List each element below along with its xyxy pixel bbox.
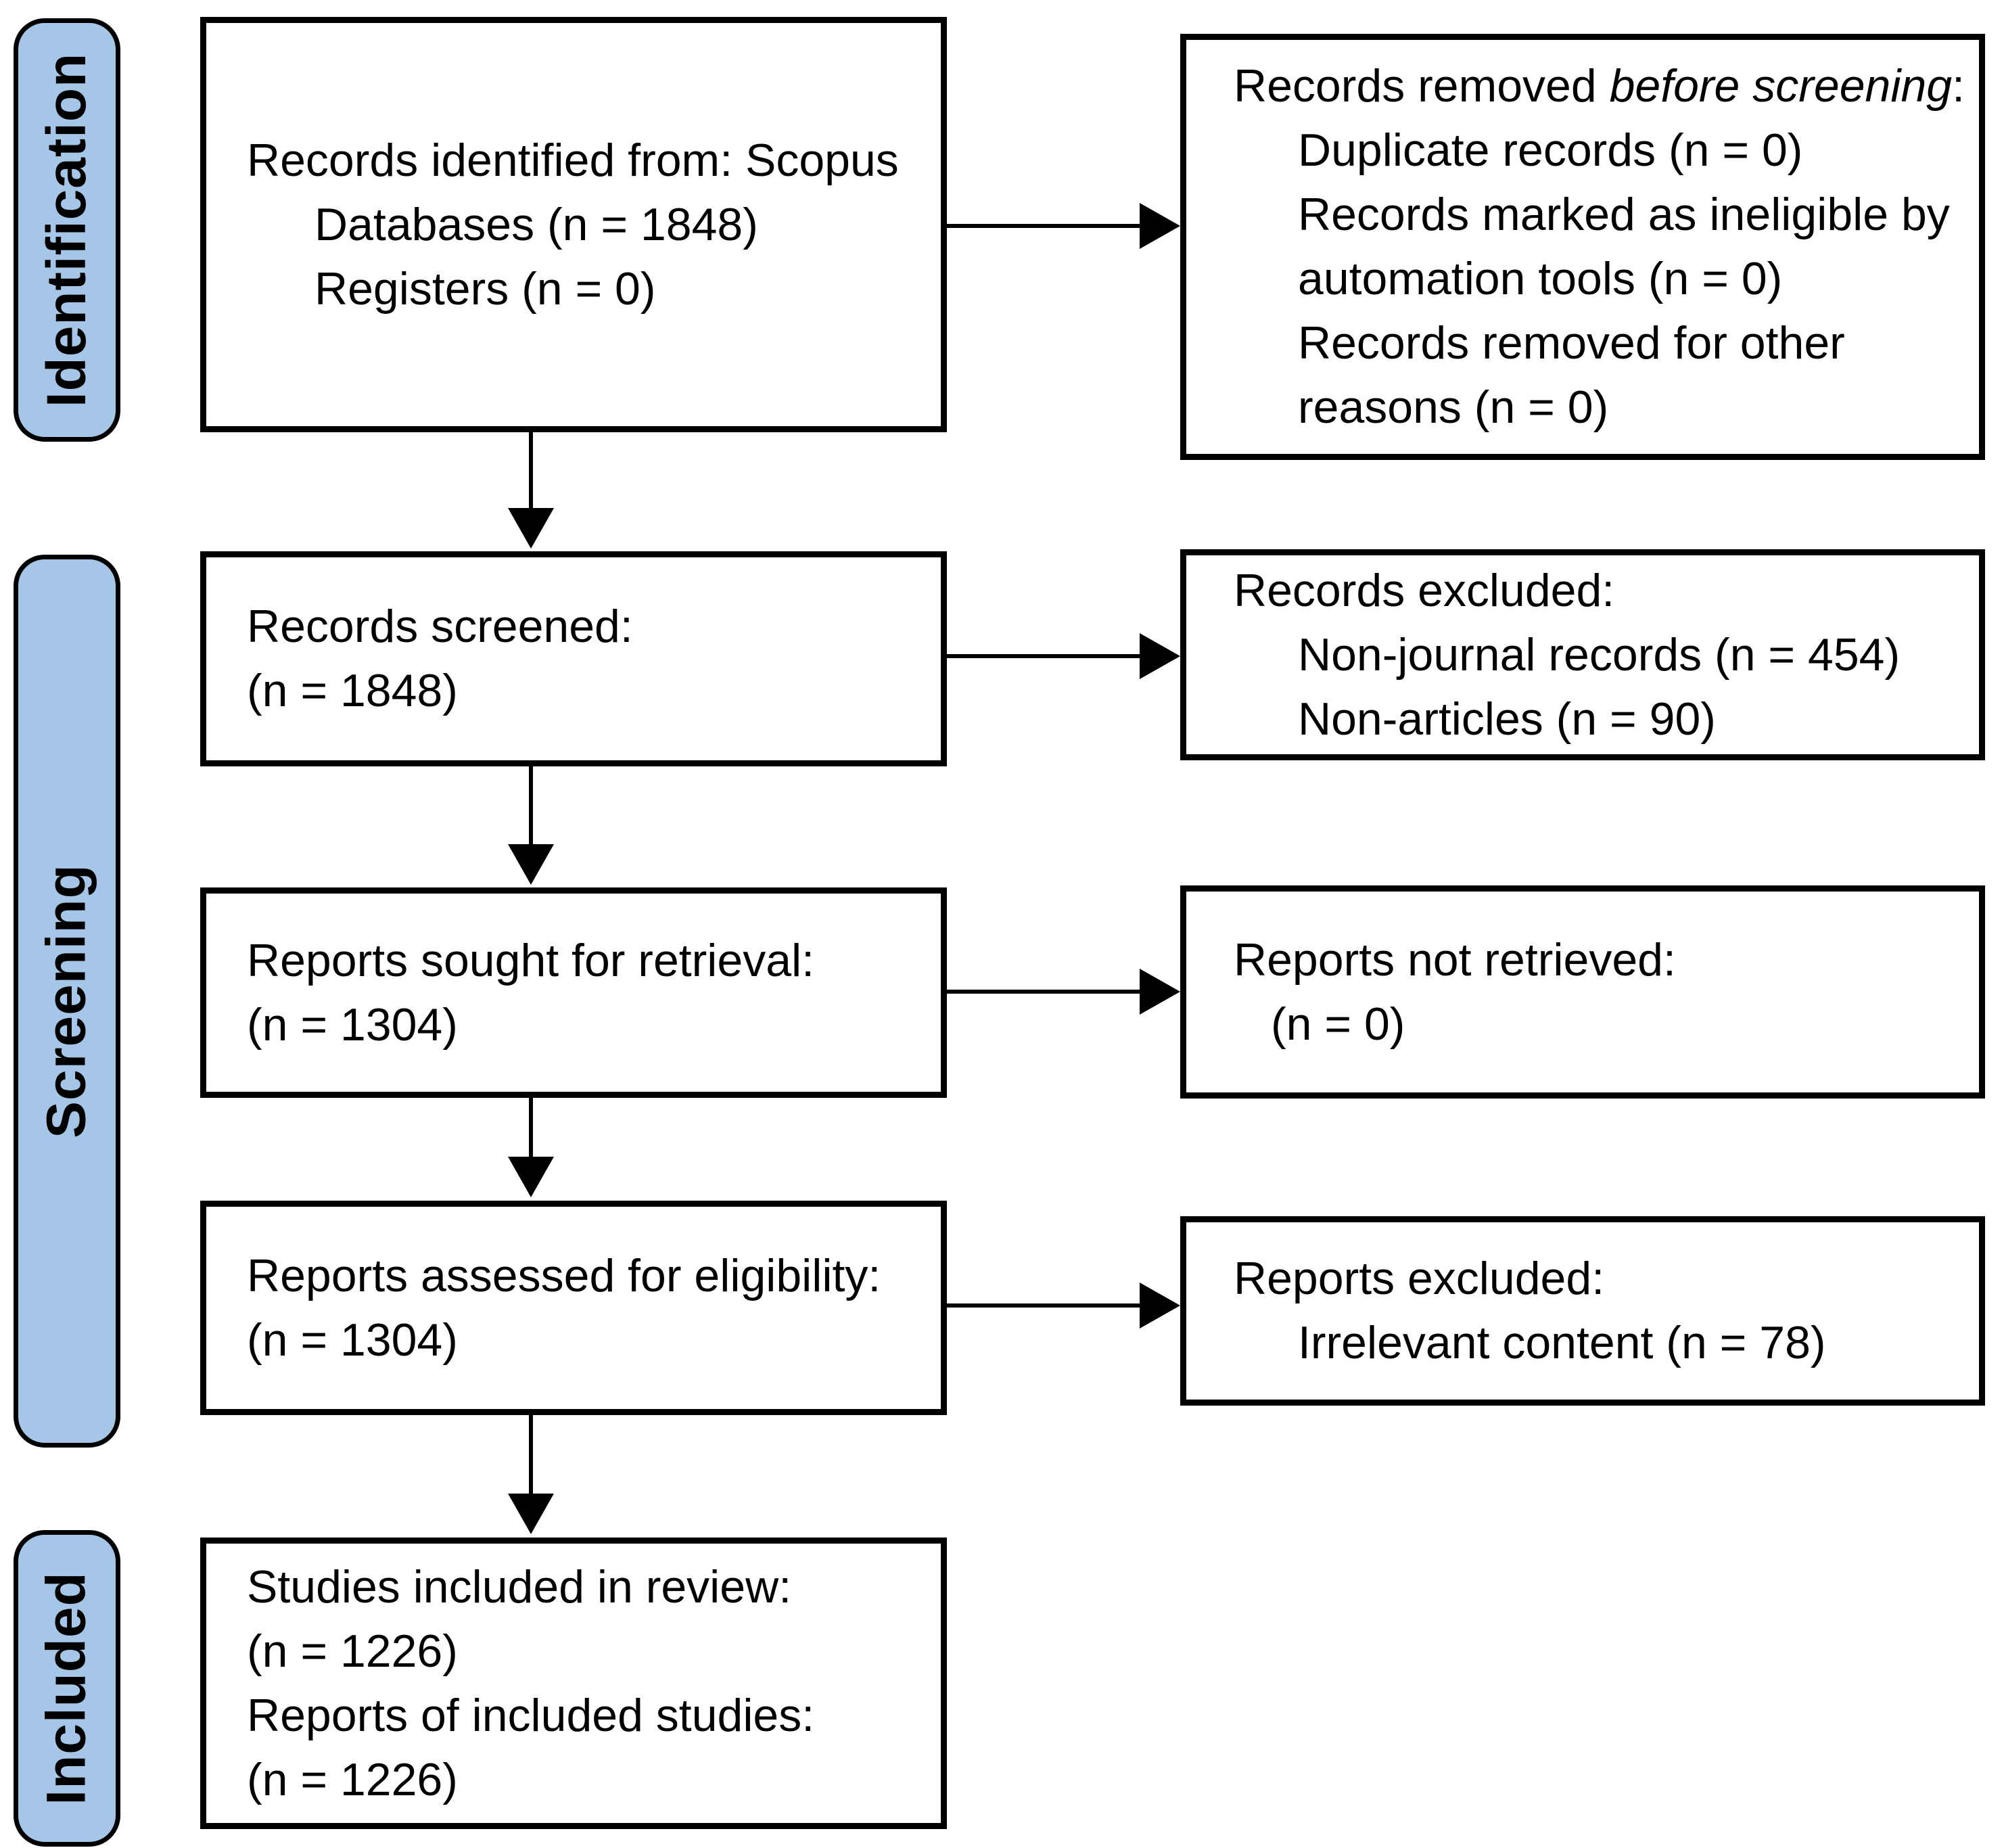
box-records-excluded: Records excluded: Non-journal records (n… xyxy=(1180,549,1985,760)
arrow-down-3-head xyxy=(508,1157,554,1197)
box-records-removed-line5: Records removed for other xyxy=(1298,317,1845,369)
arrow-right-4-shaft xyxy=(947,1303,1143,1308)
box-records-removed-line6: reasons (n = 0) xyxy=(1298,382,1609,433)
box-records-removed-line2: Duplicate records (n = 0) xyxy=(1298,124,1803,176)
box-records-removed-line3: Records marked as ineligible by xyxy=(1298,189,1950,240)
arrow-right-1-head xyxy=(1140,203,1180,249)
box-studies-included-line1: Studies included in review: xyxy=(247,1561,792,1613)
box-reports-excluded-line2: Irrelevant content (n = 78) xyxy=(1298,1317,1826,1368)
box-reports-not-retrieved: Reports not retrieved: (n = 0) xyxy=(1180,885,1985,1099)
arrow-right-1-shaft xyxy=(947,224,1143,228)
arrow-right-3-shaft xyxy=(947,990,1143,994)
box-records-screened: Records screened: (n = 1848) xyxy=(200,551,947,766)
box-records-removed-line4: automation tools (n = 0) xyxy=(1298,253,1783,304)
arrow-right-4-head xyxy=(1140,1283,1180,1329)
box-reports-assessed-line2: (n = 1304) xyxy=(247,1314,458,1366)
arrow-down-4-head xyxy=(508,1494,554,1534)
arrow-down-1-head xyxy=(508,508,554,549)
box-reports-sought-line2: (n = 1304) xyxy=(247,998,458,1050)
arrow-down-3-shaft xyxy=(529,1098,533,1159)
box-records-removed-title-suffix: : xyxy=(1952,60,1965,112)
box-studies-included-line3: Reports of included studies: xyxy=(247,1689,815,1741)
box-reports-excluded-line1: Reports excluded: xyxy=(1234,1253,1605,1304)
box-records-screened-line2: (n = 1848) xyxy=(247,665,458,716)
arrow-right-3-head xyxy=(1140,969,1180,1015)
box-records-identified-line3: Registers (n = 0) xyxy=(314,262,656,315)
box-records-identified-line1: Records identified from: Scopus xyxy=(247,134,899,186)
box-reports-not-retrieved-line1: Reports not retrieved: xyxy=(1234,933,1676,986)
box-reports-assessed: Reports assessed for eligibility: (n = 1… xyxy=(200,1201,947,1415)
box-records-removed-title-italic: before screening xyxy=(1609,60,1953,112)
box-reports-sought-line1: Reports sought for retrieval: xyxy=(247,934,815,986)
arrow-right-2-shaft xyxy=(947,654,1143,658)
arrow-down-4-shaft xyxy=(529,1415,533,1496)
box-records-removed-title: Records removed before screening: xyxy=(1186,54,1979,118)
box-reports-excluded: Reports excluded: Irrelevant content (n … xyxy=(1180,1216,1985,1406)
box-studies-included-line4: (n = 1226) xyxy=(247,1753,458,1805)
box-records-excluded-line1: Records excluded: xyxy=(1234,564,1615,616)
box-records-excluded-line3: Non-articles (n = 90) xyxy=(1298,693,1716,745)
box-studies-included: Studies included in review: (n = 1226) R… xyxy=(200,1538,947,1829)
arrow-right-2-head xyxy=(1140,633,1180,679)
box-records-identified-line2: Databases (n = 1848) xyxy=(314,198,758,250)
stage-label-included: Included xyxy=(14,1530,120,1847)
arrow-down-1-shaft xyxy=(529,432,533,511)
arrow-down-2-shaft xyxy=(529,766,533,847)
box-studies-included-line2: (n = 1226) xyxy=(247,1625,458,1677)
box-records-excluded-line2: Non-journal records (n = 454) xyxy=(1298,628,1901,680)
stage-label-identification: Identification xyxy=(14,18,120,442)
box-records-removed-title-prefix: Records removed xyxy=(1234,60,1610,112)
stage-label-screening: Screening xyxy=(14,555,120,1448)
stage-label-identification-text: Identification xyxy=(36,52,97,408)
box-reports-not-retrieved-line2: (n = 0) xyxy=(1271,998,1405,1050)
box-records-removed: Records removed before screening: Duplic… xyxy=(1180,34,1985,460)
box-reports-assessed-line1: Reports assessed for eligibility: xyxy=(247,1249,881,1301)
stage-label-included-text: Included xyxy=(36,1571,98,1805)
arrow-down-2-head xyxy=(508,844,554,885)
box-records-screened-line1: Records screened: xyxy=(247,601,633,652)
box-reports-sought: Reports sought for retrieval: (n = 1304) xyxy=(200,887,947,1098)
box-records-identified: Records identified from: Scopus Database… xyxy=(200,17,947,432)
stage-label-screening-text: Screening xyxy=(36,864,97,1138)
